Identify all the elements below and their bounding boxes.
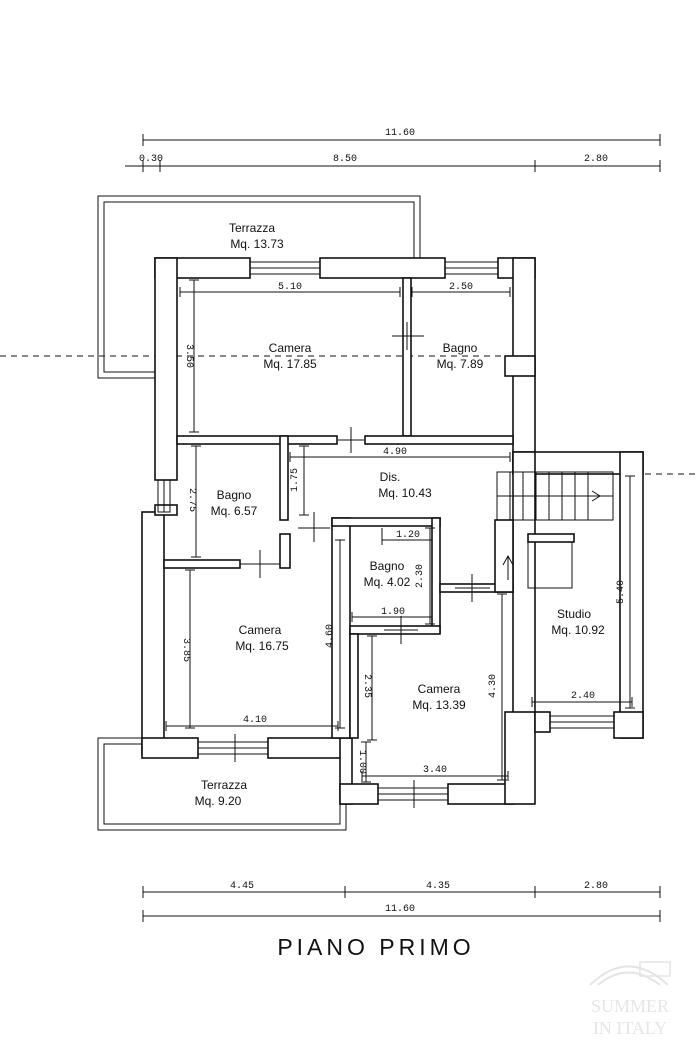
bagno-left-name: Bagno <box>217 488 252 502</box>
top-dimension-total: 11.60 <box>142 128 661 146</box>
dim-camera-left-depth-left: 3.85 <box>180 638 191 662</box>
bottom-total-label: 11.60 <box>385 904 415 915</box>
camera-top-area: Mq. 17.85 <box>263 357 317 371</box>
dim-camera-top-depth: 3.50 <box>183 344 194 368</box>
camera-center-name: Camera <box>418 682 461 696</box>
dimension-labels: 5.10 3.50 2.50 4.90 1.75 2.75 1.20 2.30 … <box>180 282 627 776</box>
dim-studio-width: 2.40 <box>571 691 595 702</box>
top-middle-label: 8.50 <box>333 154 357 165</box>
terrace-bottom <box>97 737 347 831</box>
windows <box>157 261 615 801</box>
top-dimension-parts: 0.30 8.50 2.80 <box>125 154 661 172</box>
bagno-small-name: Bagno <box>370 559 405 573</box>
dim-camera-center-step: 1.00 <box>356 750 367 774</box>
dim-bagno-left-depth: 2.75 <box>186 488 197 512</box>
studio-name: Studio <box>557 607 591 621</box>
dim-dis-depth: 1.75 <box>290 468 301 492</box>
room-labels: Terrazza Mq. 13.73 Camera Mq. 17.85 Bagn… <box>195 221 605 808</box>
camera-top-name: Camera <box>269 341 312 355</box>
bottom-right-label: 2.80 <box>584 881 608 892</box>
outer-walls <box>141 257 644 805</box>
top-left-label: 0.30 <box>139 154 163 165</box>
watermark-line2: IN ITALY <box>593 1018 667 1038</box>
dim-studio-depth: 5.40 <box>616 580 627 604</box>
terrazza-top-area: Mq. 13.73 <box>230 237 284 251</box>
bottom-middle-label: 4.35 <box>426 881 450 892</box>
dim-bagno-small-bottom: 1.90 <box>381 607 405 618</box>
staircase <box>496 471 614 589</box>
bagno-small-area: Mq. 4.02 <box>364 575 411 589</box>
plan-title: PIANO PRIMO <box>277 934 474 960</box>
camera-center-area: Mq. 13.39 <box>412 698 466 712</box>
terrazza-bottom-name: Terrazza <box>201 778 247 792</box>
dim-camera-left-depth-right: 4.60 <box>325 624 336 648</box>
dim-camera-center-depth-left: 2.35 <box>361 674 372 698</box>
interior-dimensions <box>165 279 635 783</box>
dim-camera-left-width: 4.10 <box>243 715 267 726</box>
dim-bagno-small-top: 1.20 <box>396 530 420 541</box>
studio-area: Mq. 10.92 <box>551 623 605 637</box>
dim-camera-top-width: 5.10 <box>278 282 302 293</box>
terrazza-top-name: Terrazza <box>229 221 275 235</box>
bagno-top-name: Bagno <box>443 341 478 355</box>
bottom-dimension-parts: 4.45 4.35 2.80 <box>142 881 661 898</box>
dim-bagno-top-width: 2.50 <box>449 282 473 293</box>
dis-area: Mq. 10.43 <box>378 486 432 500</box>
dim-bagno-small-depth: 2.30 <box>415 564 426 588</box>
bagno-left-area: Mq. 6.57 <box>211 504 258 518</box>
top-total-label: 11.60 <box>385 128 415 139</box>
watermark-logo-icon <box>589 961 671 986</box>
terrazza-bottom-area: Mq. 9.20 <box>195 794 242 808</box>
bottom-left-label: 4.45 <box>230 881 254 892</box>
camera-left-name: Camera <box>239 623 282 637</box>
bottom-dimension-total: 11.60 <box>142 904 661 922</box>
dis-name: Dis. <box>380 470 401 484</box>
watermark: SUMMER IN ITALY <box>589 961 671 1038</box>
door-marks <box>218 322 490 808</box>
terrace-top <box>97 195 421 379</box>
dim-dis-width: 4.90 <box>383 447 407 458</box>
dim-camera-center-depth-right: 4.30 <box>488 674 499 698</box>
top-right-label: 2.80 <box>584 154 608 165</box>
camera-left-area: Mq. 16.75 <box>235 639 289 653</box>
bagno-top-area: Mq. 7.89 <box>437 357 484 371</box>
watermark-line1: SUMMER <box>591 996 669 1016</box>
dim-camera-center-width: 3.40 <box>423 765 447 776</box>
